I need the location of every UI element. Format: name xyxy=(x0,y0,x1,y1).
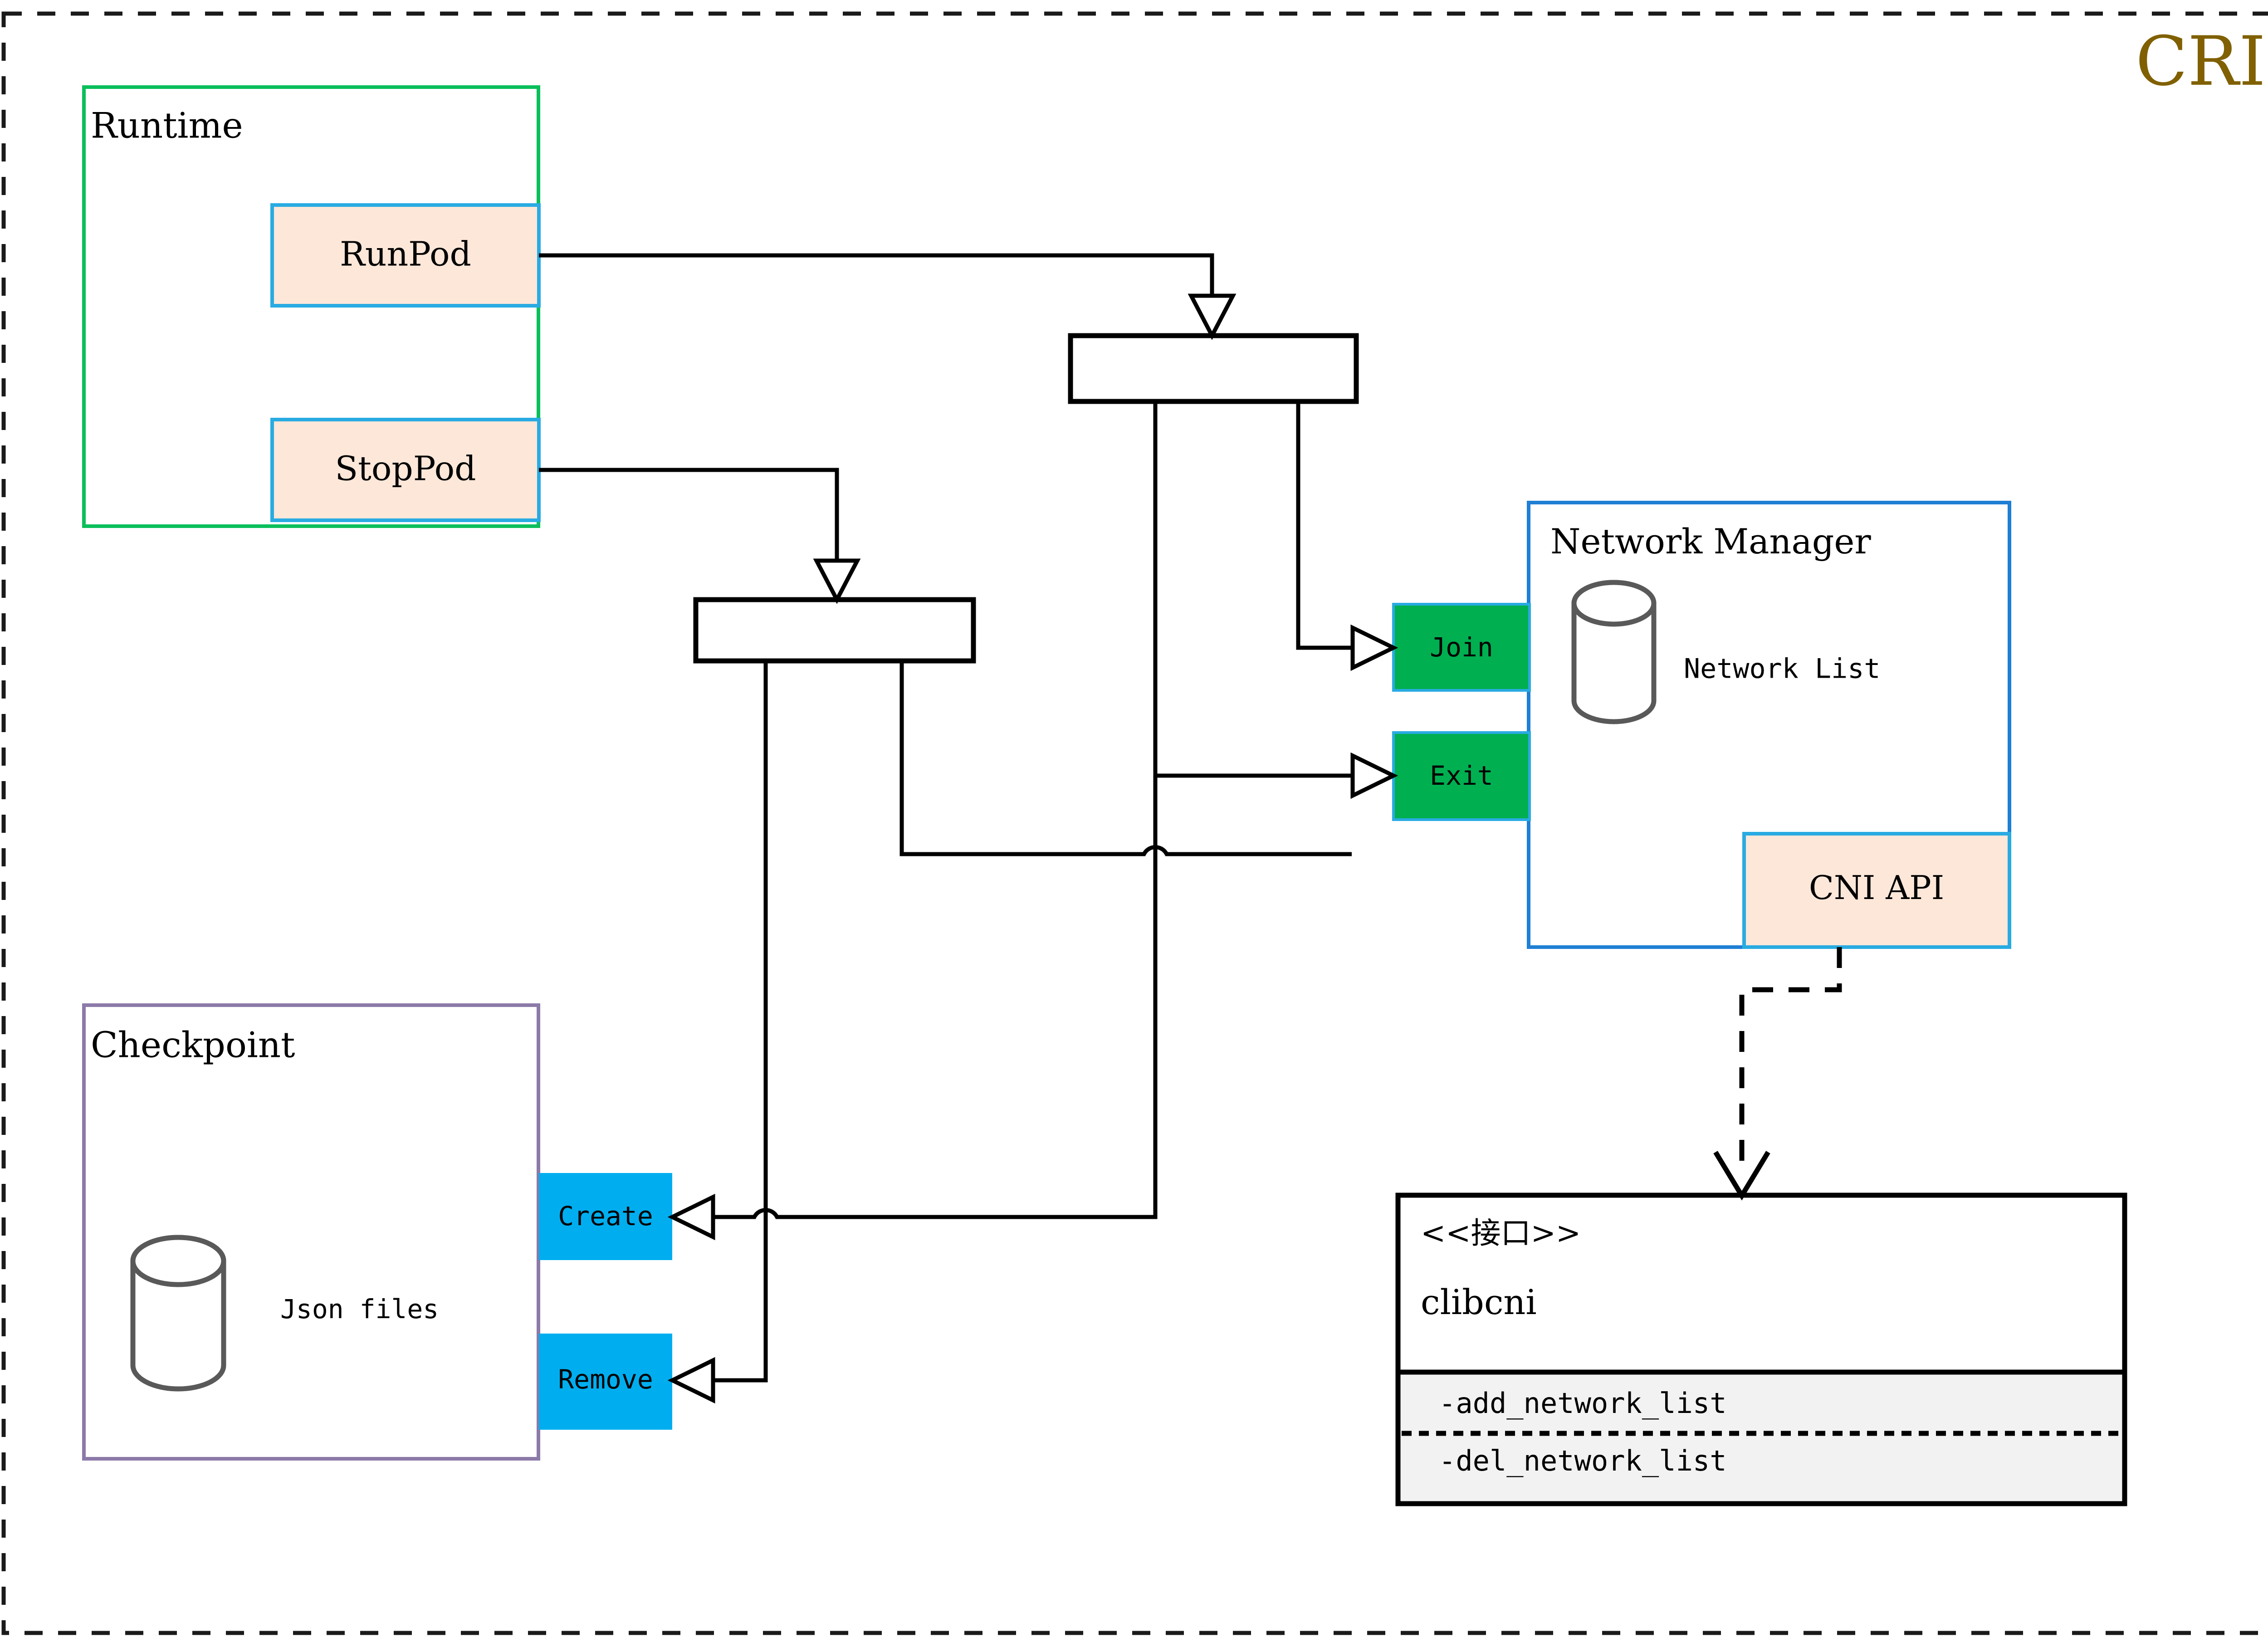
network-manager-group-label: Network Manager xyxy=(1550,521,1871,562)
clibcni-interface-box[interactable]: <<接口>> clibcni -add_network_list -del_ne… xyxy=(1395,1192,2127,1506)
json-files-label: Json files xyxy=(280,1294,439,1324)
arrowhead-cni-api-to-clibcni xyxy=(1713,1151,1770,1201)
stoppod-label: StopPod xyxy=(335,449,476,488)
arrowhead-fork-top-to-join xyxy=(1350,624,1398,671)
network-list-cylinder-icon xyxy=(1571,580,1657,724)
clibcni-stereotype: <<接口>> xyxy=(1421,1216,1581,1251)
exit-label: Exit xyxy=(1430,760,1493,791)
page-title: CRI xyxy=(2136,22,2266,101)
checkpoint-group-label: Checkpoint xyxy=(91,1025,295,1066)
edge-cni-api-to-clibcni xyxy=(1739,947,1842,1168)
join-label: Join xyxy=(1430,632,1493,663)
exit-node[interactable] xyxy=(1392,731,1531,821)
cni-api-node[interactable] xyxy=(1742,832,2011,949)
create-label: Create xyxy=(558,1201,653,1232)
outer-dashed-frame xyxy=(1,11,2268,1635)
clibcni-header-compartment xyxy=(1395,1192,2127,1375)
remove-label: Remove xyxy=(558,1364,653,1395)
arrowhead-stoppod-to-fork-mid xyxy=(813,558,861,604)
clibcni-operations-compartment xyxy=(1395,1369,2127,1506)
create-node[interactable] xyxy=(539,1173,672,1260)
clibcni-operation-0: -add_network_list xyxy=(1439,1387,1727,1420)
join-node[interactable] xyxy=(1392,603,1531,692)
edge-stoppod-to-fork-mid xyxy=(539,468,839,567)
runpod-label: RunPod xyxy=(340,235,471,274)
runtime-group-label: Runtime xyxy=(91,106,243,147)
fork-bar-top[interactable] xyxy=(1068,333,1359,404)
edge-fork-mid-to-remove-leg xyxy=(713,661,768,1383)
clibcni-name: clibcni xyxy=(1421,1282,1537,1322)
edge-fork-top-to-exit-leg xyxy=(1153,401,1352,778)
edge-fork-top-to-create-leg xyxy=(713,776,1158,1219)
edge-runpod-to-fork-top xyxy=(539,253,1214,302)
network-list-label: Network List xyxy=(1684,653,1880,685)
edge-fork-mid-to-exit-leg xyxy=(899,661,1352,856)
fork-bar-mid[interactable] xyxy=(693,597,976,664)
arrowhead-fork-top-to-create xyxy=(667,1193,715,1241)
arrowhead-runpod-to-fork-top xyxy=(1188,293,1237,340)
json-files-cylinder-icon xyxy=(130,1235,226,1392)
arrowhead-fork-top-to-exit xyxy=(1350,752,1398,799)
edge-fork-top-to-join-leg xyxy=(1296,401,1352,650)
cni-api-label: CNI API xyxy=(1809,869,1944,907)
remove-node[interactable] xyxy=(539,1334,672,1430)
stoppod-node[interactable] xyxy=(270,418,541,522)
arrowhead-fork-mid-to-remove xyxy=(667,1357,715,1404)
checkpoint-group-box xyxy=(82,1003,540,1461)
clibcni-operation-1: -del_network_list xyxy=(1439,1444,1727,1477)
